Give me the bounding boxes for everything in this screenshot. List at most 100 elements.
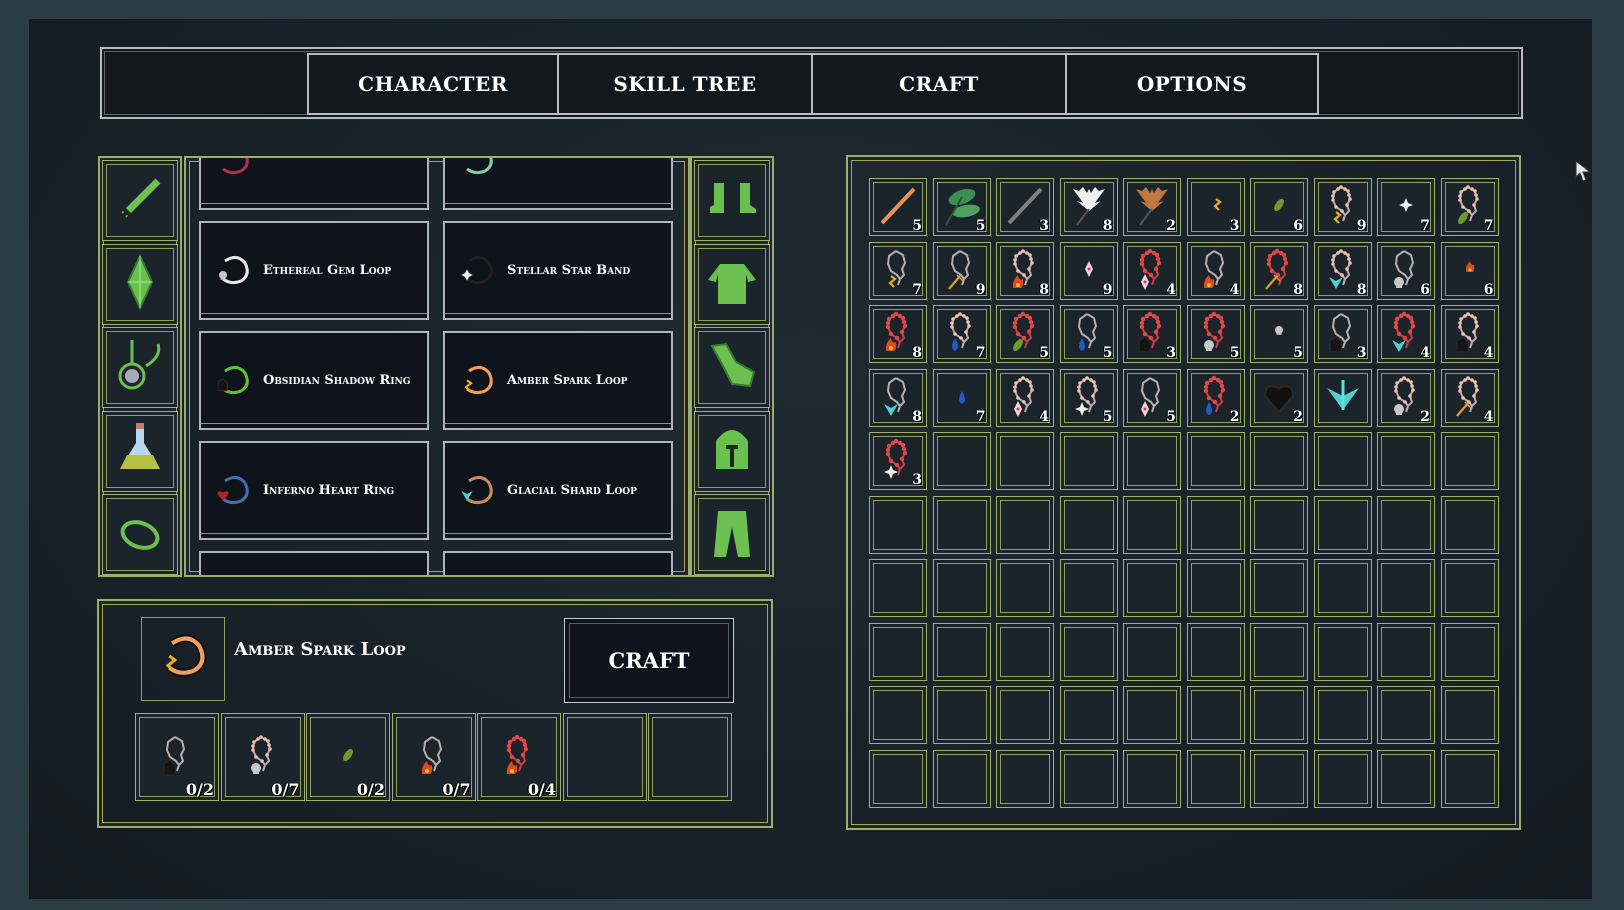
inventory-slot-empty[interactable] <box>1440 749 1499 808</box>
inventory-item[interactable]: 3 <box>869 432 927 490</box>
inventory-item[interactable]: 2 <box>1123 178 1181 236</box>
inventory-slot-empty[interactable] <box>1250 495 1308 554</box>
inventory-item[interactable]: 6 <box>1440 241 1499 300</box>
inventory-slot-empty[interactable] <box>932 749 991 808</box>
inventory-slot-empty[interactable] <box>1059 495 1118 554</box>
equipment-slot-ring[interactable] <box>102 494 178 575</box>
inventory-slot-empty[interactable] <box>932 495 991 554</box>
inventory-slot-empty[interactable] <box>1186 559 1245 617</box>
inventory-slot-empty[interactable] <box>1440 622 1499 681</box>
recipe-card[interactable] <box>443 158 673 210</box>
inventory-item[interactable]: 2 <box>1377 368 1435 427</box>
empty-ingredient-slot[interactable] <box>562 713 647 801</box>
inventory-item[interactable]: 5 <box>932 178 991 236</box>
inventory-item[interactable]: 7 <box>1377 178 1435 236</box>
ingredient-slot[interactable]: 0/4 <box>477 713 561 801</box>
craft-button[interactable]: CRAFT <box>564 618 734 703</box>
tab-character[interactable]: CHARACTER <box>307 53 559 115</box>
inventory-item[interactable]: 9 <box>1059 241 1118 300</box>
equipment-slot-sword[interactable] <box>102 160 178 241</box>
inventory-item[interactable]: 5 <box>869 178 927 236</box>
equipment-slot-amulet[interactable] <box>102 327 178 408</box>
inventory-slot-empty[interactable] <box>1377 495 1435 554</box>
inventory-slot-empty[interactable] <box>1313 432 1372 490</box>
recipe-card[interactable]: Stellar Star Band <box>443 221 673 320</box>
inventory-item[interactable]: 6 <box>1250 178 1308 236</box>
recipe-card[interactable]: Obsidian Shadow Ring <box>199 331 429 430</box>
inventory-slot-empty[interactable] <box>1313 686 1372 744</box>
inventory-slot-empty[interactable] <box>996 559 1054 617</box>
inventory-slot-empty[interactable] <box>1059 686 1118 744</box>
inventory-item[interactable]: 9 <box>1313 178 1372 236</box>
inventory-slot-empty[interactable] <box>869 686 927 744</box>
inventory-item[interactable]: 4 <box>1186 241 1245 300</box>
inventory-slot-empty[interactable] <box>869 749 927 808</box>
inventory-slot-empty[interactable] <box>1250 686 1308 744</box>
inventory-slot-empty[interactable] <box>1059 432 1118 490</box>
inventory-slot-empty[interactable] <box>932 686 991 744</box>
inventory-item[interactable]: 5 <box>1250 305 1308 363</box>
inventory-slot-empty[interactable] <box>1440 432 1499 490</box>
inventory-item[interactable]: 5 <box>996 305 1054 363</box>
inventory-slot-empty[interactable] <box>1377 622 1435 681</box>
inventory-slot-empty[interactable] <box>1123 686 1181 744</box>
inventory-slot-empty[interactable] <box>1440 686 1499 744</box>
inventory-slot-empty[interactable] <box>1250 432 1308 490</box>
inventory-slot-empty[interactable] <box>1186 622 1245 681</box>
inventory-slot-empty[interactable] <box>1186 432 1245 490</box>
inventory-slot-empty[interactable] <box>1250 622 1308 681</box>
inventory-slot-empty[interactable] <box>1123 559 1181 617</box>
inventory-item[interactable]: 8 <box>1313 241 1372 300</box>
inventory-slot-empty[interactable] <box>1313 622 1372 681</box>
inventory-item[interactable]: 8 <box>869 368 927 427</box>
equipment-slot-gauntlet[interactable] <box>694 327 770 408</box>
inventory-slot-empty[interactable] <box>1377 559 1435 617</box>
inventory-slot-empty[interactable] <box>1313 559 1372 617</box>
inventory-item[interactable]: 7 <box>932 305 991 363</box>
recipe-card[interactable]: Amber Spark Loop <box>443 331 673 430</box>
inventory-slot-empty[interactable] <box>1123 622 1181 681</box>
inventory-slot-empty[interactable] <box>932 559 991 617</box>
inventory-slot-empty[interactable] <box>1123 432 1181 490</box>
inventory-slot-empty[interactable] <box>932 622 991 681</box>
inventory-slot-empty[interactable] <box>869 559 927 617</box>
inventory-item[interactable]: 5 <box>1186 305 1245 363</box>
inventory-slot-empty[interactable] <box>1313 495 1372 554</box>
inventory-slot-empty[interactable] <box>1377 686 1435 744</box>
inventory-slot-empty[interactable] <box>1440 495 1499 554</box>
inventory-slot-empty[interactable] <box>1377 432 1435 490</box>
inventory-item[interactable]: 7 <box>932 368 991 427</box>
inventory-item[interactable]: 5 <box>1059 368 1118 427</box>
inventory-item[interactable]: 4 <box>996 368 1054 427</box>
ingredient-slot[interactable]: 0/7 <box>391 713 476 801</box>
inventory-slot-empty[interactable] <box>1059 622 1118 681</box>
inventory-slot-empty[interactable] <box>1059 749 1118 808</box>
inventory-item[interactable]: 4 <box>1377 305 1435 363</box>
inventory-item[interactable]: 4 <box>1440 368 1499 427</box>
inventory-item[interactable]: 4 <box>1123 241 1181 300</box>
recipe-card[interactable]: Glacial Shard Loop <box>443 441 673 540</box>
equipment-slot-potion[interactable] <box>102 410 178 492</box>
tab-craft[interactable]: CRAFT <box>811 53 1067 115</box>
inventory-slot-empty[interactable] <box>1123 749 1181 808</box>
inventory-slot-empty[interactable] <box>1313 749 1372 808</box>
inventory-slot-empty[interactable] <box>1377 749 1435 808</box>
inventory-slot-empty[interactable] <box>1123 495 1181 554</box>
equipment-slot-helmet[interactable] <box>694 410 770 492</box>
inventory-item[interactable]: 2 <box>1186 368 1245 427</box>
inventory-slot-empty[interactable] <box>996 749 1054 808</box>
recipe-card[interactable]: Inferno Heart Ring <box>199 441 429 540</box>
inventory-slot-empty[interactable] <box>869 495 927 554</box>
inventory-slot-empty[interactable] <box>996 686 1054 744</box>
equipment-slot-pants[interactable] <box>694 494 770 575</box>
inventory-slot-empty[interactable] <box>996 432 1054 490</box>
inventory-item[interactable]: 5 <box>1059 305 1118 363</box>
inventory-slot-empty[interactable] <box>932 432 991 490</box>
recipe-card[interactable]: Ethereal Gem Loop <box>199 221 429 320</box>
inventory-slot-empty[interactable] <box>1186 686 1245 744</box>
inventory-item[interactable]: 8 <box>1059 178 1118 236</box>
inventory-slot-empty[interactable] <box>1186 495 1245 554</box>
inventory-item[interactable]: 7 <box>1440 178 1499 236</box>
equipment-slot-gem[interactable] <box>102 243 178 325</box>
